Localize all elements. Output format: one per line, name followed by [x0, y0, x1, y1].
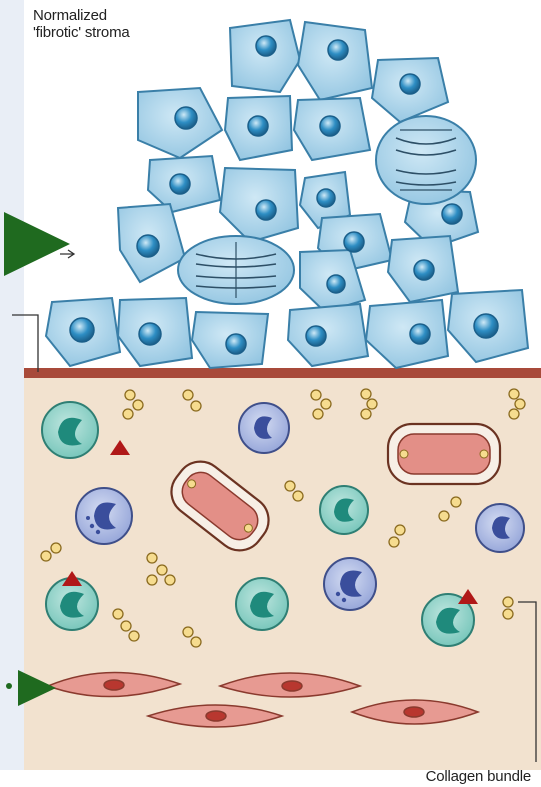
neutrophil	[476, 504, 524, 552]
stroma-label-line1: Normalized	[33, 7, 233, 24]
epithelial-cell	[366, 300, 448, 368]
epithelial-cell	[298, 22, 372, 100]
basement-bracket-line	[12, 315, 38, 372]
nucleus	[400, 74, 420, 94]
dividing-cell	[178, 236, 294, 304]
bullet-dot	[6, 683, 12, 689]
nucleus	[410, 324, 430, 344]
nucleus	[328, 40, 348, 60]
nucleus	[317, 189, 335, 207]
basement-membrane	[24, 368, 541, 378]
nucleus	[344, 232, 364, 252]
stroma-label-line2: 'fibrotic' stroma	[33, 24, 233, 41]
blood-vessel	[388, 424, 500, 484]
neutrophil	[76, 488, 132, 544]
epithelial-cell	[288, 304, 368, 366]
nucleus	[256, 36, 276, 56]
nucleus	[175, 107, 197, 129]
nucleus	[414, 260, 434, 280]
nucleus	[474, 314, 498, 338]
nucleus	[137, 235, 159, 257]
nucleus	[320, 116, 340, 136]
nucleus	[442, 204, 462, 224]
nucleus	[139, 323, 161, 345]
nucleus	[226, 334, 246, 354]
stroma-label: Normalized 'fibrotic' stroma	[33, 7, 233, 41]
neutrophil	[239, 403, 289, 453]
macrophage	[236, 578, 288, 630]
nucleus	[248, 116, 268, 136]
neutrophil	[324, 558, 376, 610]
nucleus	[327, 275, 345, 293]
nucleus	[256, 200, 276, 220]
collagen-bundle-label: Collagen bundle	[426, 768, 531, 785]
dividing-cell	[376, 116, 476, 204]
nucleus	[170, 174, 190, 194]
right-triangle-arrow-icon	[4, 212, 70, 276]
arrow-tail-line	[60, 250, 74, 258]
nucleus	[70, 318, 94, 342]
macrophage	[320, 486, 368, 534]
nucleus	[306, 326, 326, 346]
macrophage	[42, 402, 98, 458]
